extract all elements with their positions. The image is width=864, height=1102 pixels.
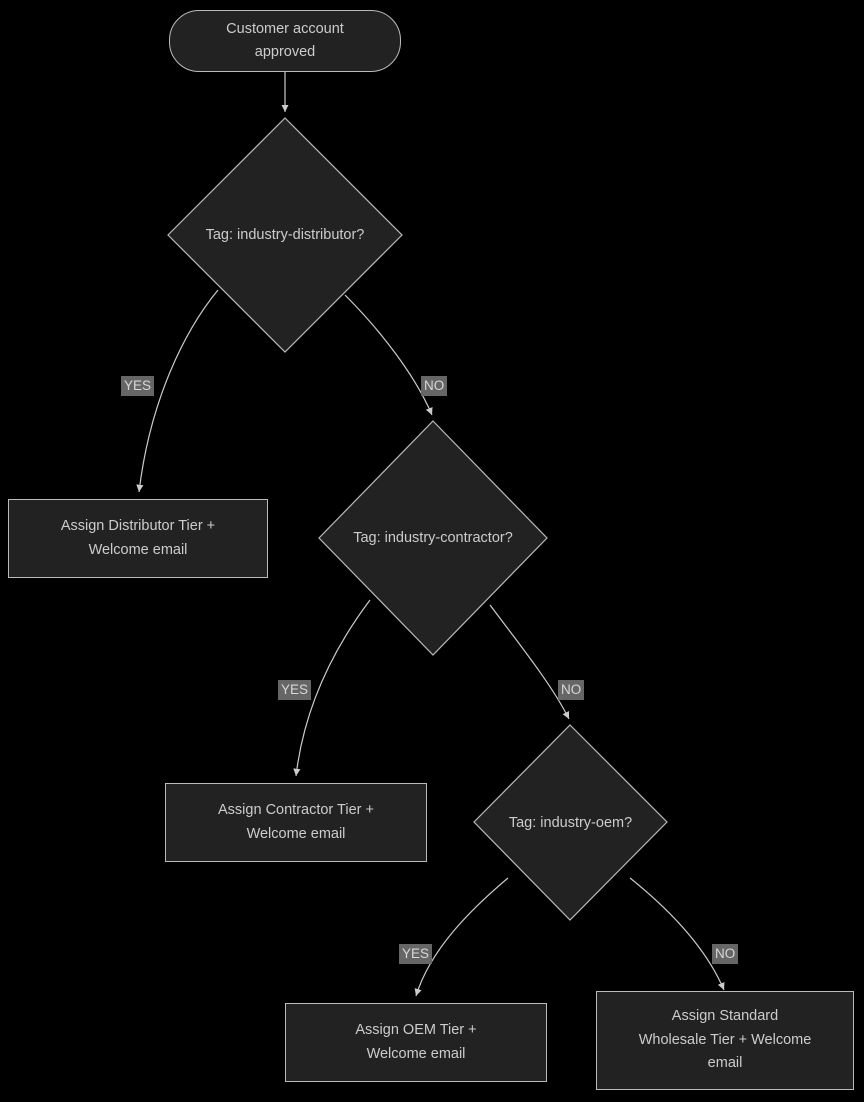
node-assign-contractor-tier-label: Assign Contractor Tier + Welcome email bbox=[218, 802, 374, 842]
edge-label-d2-no: NO bbox=[558, 680, 585, 700]
node-assign-standard-wholesale-tier-label: Assign Standard Wholesale Tier + Welcome… bbox=[638, 1008, 812, 1072]
node-start[interactable]: Customer account approved bbox=[169, 10, 401, 72]
node-start-label: Customer account approved bbox=[226, 20, 344, 60]
node-assign-contractor-tier[interactable]: Assign Contractor Tier + Welcome email bbox=[165, 783, 427, 862]
node-decision-distributor[interactable]: Tag: industry-distributor? bbox=[167, 117, 403, 353]
diamond-shape bbox=[318, 420, 548, 656]
diamond-shape bbox=[473, 724, 668, 921]
node-decision-contractor[interactable]: Tag: industry-contractor? bbox=[318, 420, 548, 656]
node-assign-standard-wholesale-tier[interactable]: Assign Standard Wholesale Tier + Welcome… bbox=[596, 991, 854, 1090]
edge-label-d1-no: NO bbox=[421, 376, 448, 396]
node-assign-oem-tier[interactable]: Assign OEM Tier + Welcome email bbox=[285, 1003, 547, 1082]
node-decision-distributor-label: Tag: industry-distributor? bbox=[205, 227, 365, 243]
edge-label-d1-yes: YES bbox=[121, 376, 155, 396]
edge-label-d3-no: NO bbox=[712, 944, 739, 964]
edge-label-d2-yes: YES bbox=[278, 680, 312, 700]
node-decision-oem[interactable]: Tag: industry-oem? bbox=[473, 724, 668, 921]
edge-label-d3-yes: YES bbox=[399, 944, 433, 964]
node-assign-oem-tier-label: Assign OEM Tier + Welcome email bbox=[355, 1022, 477, 1062]
node-assign-distributor-tier[interactable]: Assign Distributor Tier + Welcome email bbox=[8, 499, 268, 578]
node-decision-contractor-label: Tag: industry-contractor? bbox=[353, 530, 513, 546]
node-assign-distributor-tier-label: Assign Distributor Tier + Welcome email bbox=[60, 518, 216, 558]
node-decision-oem-label: Tag: industry-oem? bbox=[508, 814, 633, 831]
diamond-shape bbox=[167, 117, 403, 353]
